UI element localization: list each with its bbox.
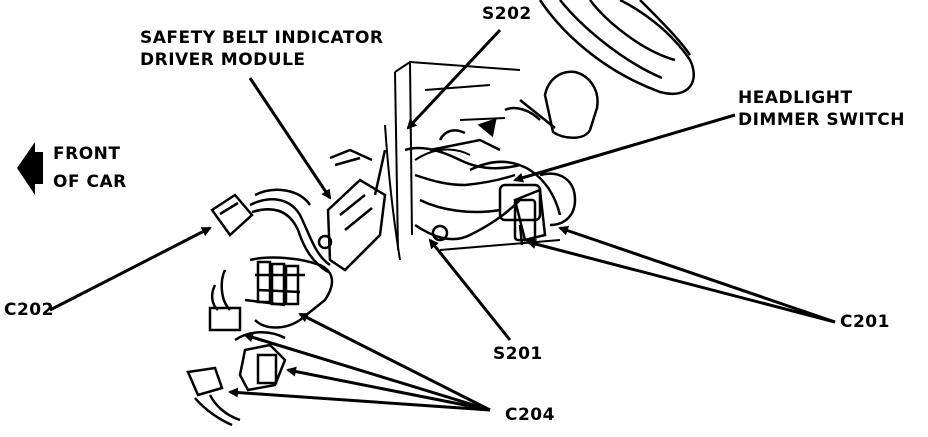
c201-connector-shape [513,188,547,246]
c202-arrow [49,226,212,312]
c204-label: C204 [505,405,555,425]
safety-belt-label-line1: SAFETY BELT INDICATOR [140,28,384,48]
c204-arrow-1 [298,312,491,412]
c204-arrow-4 [228,387,491,412]
c202-connector-shape [210,188,331,274]
c202-label: C202 [4,300,54,320]
safety-belt-module-shape [317,149,387,272]
steering-column [504,0,695,139]
headlight-label-line1: HEADLIGHT [738,88,853,108]
main-harness [329,118,577,242]
c201-arrow-lower [526,239,836,324]
c204-arrow-3 [286,366,491,412]
s202-arrow [406,28,502,130]
front-of-car-label-line1: FRONT [53,144,121,164]
dash-panel [384,60,561,261]
c201-label: C201 [840,312,890,332]
leader-arrows [49,28,836,412]
front-of-car-label-line2: OF CAR [53,172,127,192]
c201-arrow-upper [558,225,836,324]
s201-arrow [428,238,512,341]
s201-label: S201 [493,344,543,364]
s202-label: S202 [482,4,532,24]
safety-belt-label-line2: DRIVER MODULE [140,50,306,70]
safety-belt-arrow [248,77,332,200]
c204-connectors-shape [186,256,334,427]
left-arrow-icon [17,142,35,195]
headlight-arrow [513,113,736,183]
left-arrow-tail [33,152,43,184]
headlight-label-line2: DIMMER SWITCH [738,110,906,130]
c204-arrow-2 [243,332,491,412]
